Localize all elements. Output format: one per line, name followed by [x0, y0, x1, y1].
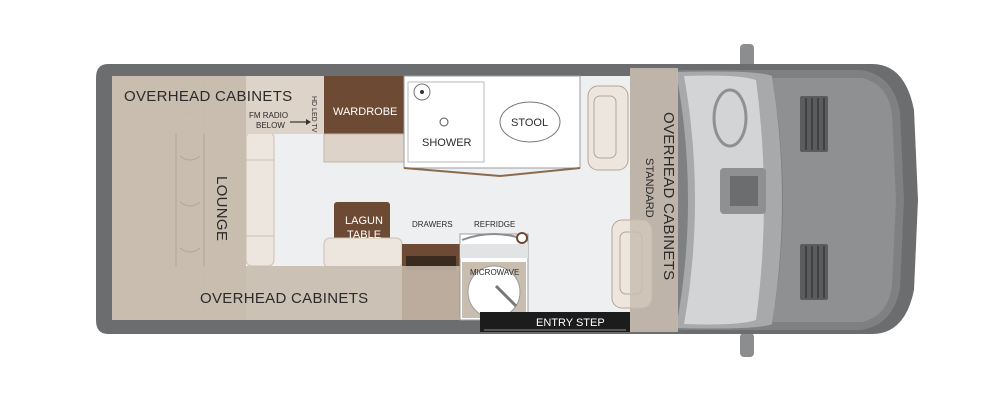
- mirror-bottom: [740, 333, 754, 357]
- overhead-cabinets-front: [630, 68, 678, 332]
- label-standard: STANDARD: [643, 158, 655, 218]
- hood-vent-bottom: [800, 244, 828, 300]
- bathroom-door: [403, 167, 581, 178]
- shower-drain-icon: [439, 117, 449, 127]
- sink-icon: [516, 232, 528, 244]
- label-overhead-cabinets-top: OVERHEAD CABINETS: [124, 88, 292, 105]
- entry-step: [480, 312, 630, 332]
- hood: [772, 78, 896, 322]
- label-lagun-table: TABLE: [347, 229, 381, 241]
- label-overhead-cabinets-bottom: OVERHEAD CABINETS: [200, 290, 368, 307]
- label-shower: SHOWER: [422, 137, 472, 149]
- label-hd-led-tv: HD LED TV: [310, 96, 317, 133]
- wardrobe-base: [323, 133, 405, 163]
- label-fm-radio-below: BELOW: [256, 121, 285, 130]
- toilet-icon: [499, 101, 561, 143]
- mirror-top: [740, 44, 754, 68]
- label-lounge: LOUNGE: [213, 176, 230, 241]
- label-refridge: REFRIDGE: [474, 220, 515, 229]
- label-entry-step: ENTRY STEP: [536, 317, 605, 329]
- label-stool: STOOL: [511, 117, 548, 129]
- lagun-table: [334, 202, 390, 244]
- microwave-dial-icon: [494, 284, 518, 308]
- captain-chair-top: [587, 85, 629, 171]
- label-microwave: MICROWAVE: [470, 268, 519, 277]
- lounge-side-seat: [245, 131, 275, 267]
- overhead-cabinets-bottom: [112, 266, 404, 320]
- hood-vent-top: [800, 96, 828, 152]
- label-fm-radio: FM RADIO: [249, 111, 288, 120]
- label-drawers: DRAWERS: [412, 220, 453, 229]
- label-overhead-cabinets-front: OVERHEAD CABINETS: [660, 112, 677, 280]
- tv-cabinet: [246, 76, 324, 134]
- steering-wheel-icon: [712, 88, 748, 148]
- table-seat: [323, 237, 403, 269]
- label-wardrobe: WARDROBE: [333, 106, 397, 118]
- label-lagun: LAGUN: [345, 215, 383, 227]
- wardrobe: [324, 76, 404, 134]
- console-screen: [730, 176, 758, 206]
